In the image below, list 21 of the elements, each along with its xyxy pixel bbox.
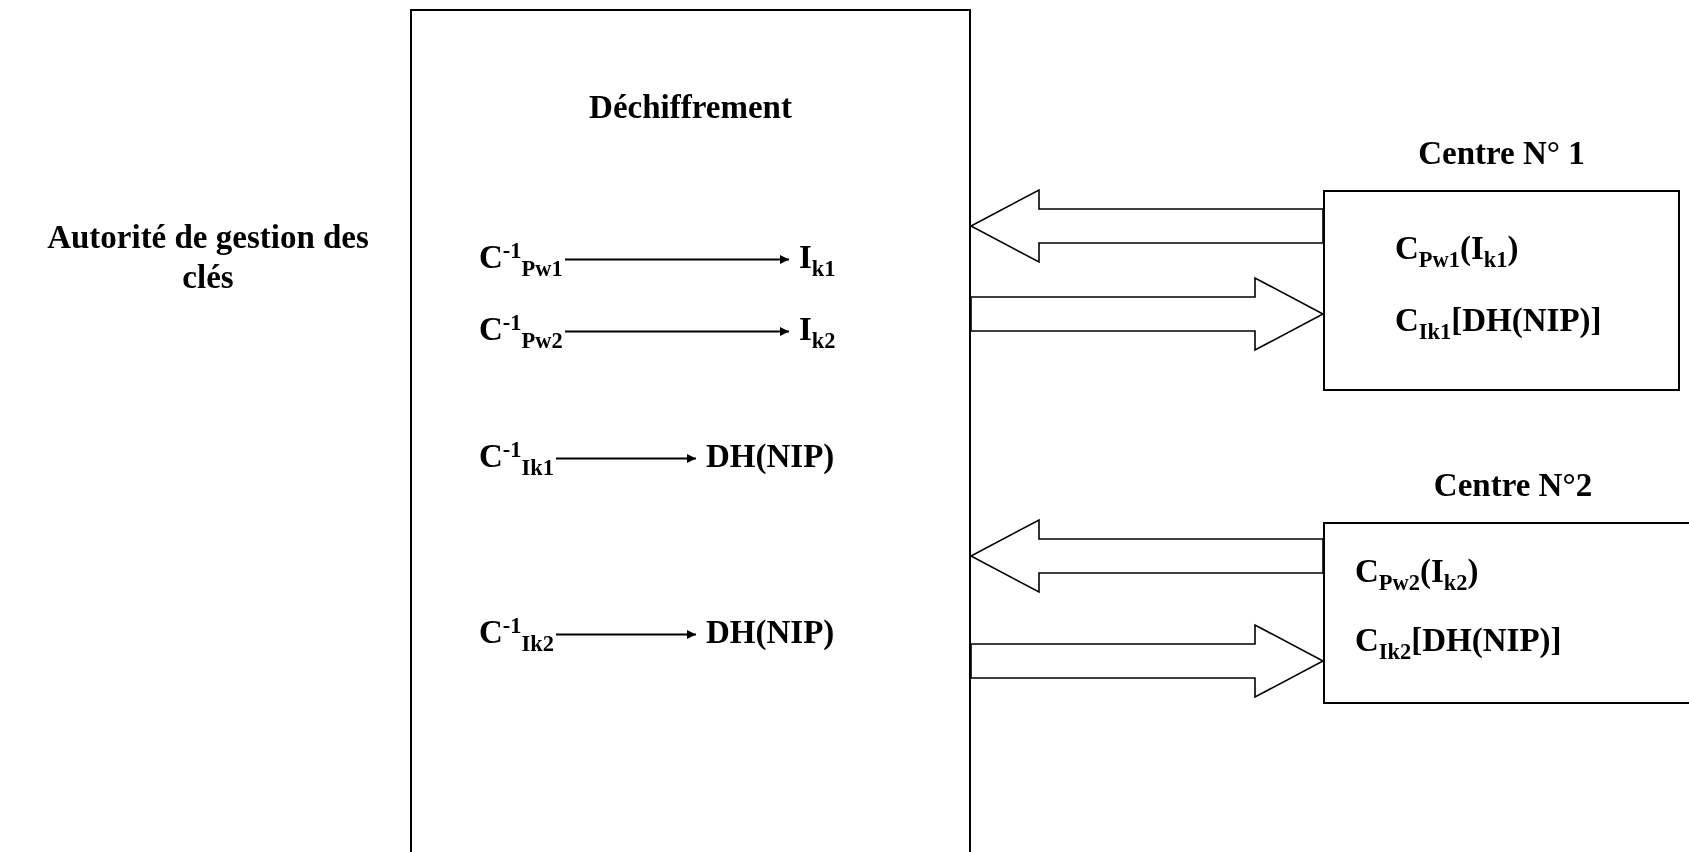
arrow (564, 255, 790, 264)
block-arrow (970, 623, 1325, 699)
formula-text: DH(NIP) (706, 440, 835, 473)
formula-text: C$_{Ik1}$[DH(NIP)] (1395, 304, 1602, 337)
formula-text: C$_{Ik2}$[DH(NIP)] (1355, 624, 1562, 657)
arrow (555, 454, 697, 463)
block-arrow (969, 188, 1324, 264)
formula-text: I$_{k2}$ (799, 313, 836, 346)
formula-text: DH(NIP) (706, 616, 835, 649)
formula-text: C$_{Pw2}$(I$_{k2}$) (1355, 555, 1479, 588)
box-heading: Centre N°2 (1433, 469, 1593, 502)
block-arrow (970, 276, 1325, 352)
box-heading: Centre N° 1 (1418, 137, 1585, 170)
arrow (564, 327, 790, 336)
box-heading: Déchiffrement (589, 91, 792, 124)
formula-text: I$_{k1}$ (799, 241, 836, 274)
arrow (555, 630, 697, 639)
block-arrow (969, 518, 1324, 594)
side-label: Autorité de gestion des clés (46, 218, 370, 297)
process-box (410, 9, 971, 852)
formula-text: C$_{Pw1}$(I$_{k1}$) (1395, 232, 1519, 265)
